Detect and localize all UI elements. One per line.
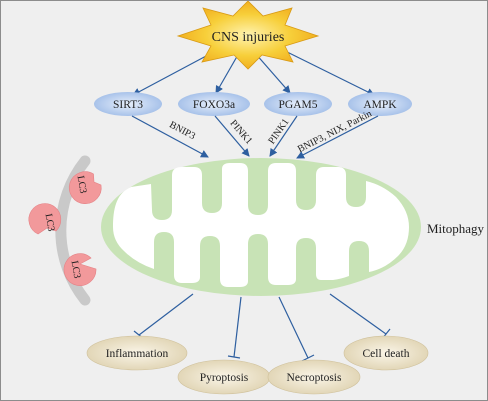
outcome-necroptosis-label: Necroptosis — [287, 372, 342, 384]
outcome-inflammation-oval — [86, 335, 188, 371]
outcome-pyroptosis: Pyroptosis — [177, 359, 271, 395]
lc3-label-middle: LC3 — [43, 213, 57, 232]
regulator-pgam5-oval — [264, 92, 332, 116]
arrow-ampk-mito — [296, 115, 379, 159]
regulator-ampk-label: AMPK — [363, 99, 397, 111]
regulator-pgam5: PGAM5 — [264, 92, 332, 116]
outcome-cell-death-oval — [343, 335, 429, 371]
lc3-label-top: LC3 — [75, 175, 89, 194]
trigger-label: CNS injuries — [212, 30, 285, 45]
inhibit-line-cell-death — [329, 293, 387, 335]
mitochondrion — [101, 158, 421, 296]
regulator-foxo3a-label: FOXO3a — [193, 99, 235, 111]
arrow-sirt3-mito — [131, 115, 209, 158]
regulator-ampk: AMPK — [348, 92, 412, 116]
arrow-pgam5-mito — [269, 115, 298, 157]
inhibit-line-inflammation — [138, 293, 194, 336]
pathway-label-bnip3: BNIP3 — [167, 119, 197, 142]
lc3-receptor-middle: LC3 — [28, 203, 62, 235]
mitochondrion-inner-matrix — [113, 163, 409, 287]
outcome-inflammation: Inflammation — [86, 335, 188, 371]
inhibit-bar-pyroptosis — [227, 355, 241, 359]
outcome-necroptosis: Necroptosis — [267, 359, 361, 395]
regulator-sirt3-label: SIRT3 — [113, 99, 143, 111]
regulator-ampk-oval — [348, 92, 412, 116]
regulator-sirt3-oval — [94, 92, 162, 116]
regulator-sirt3: SIRT3 — [94, 92, 162, 116]
lc3-shape-bottom — [63, 253, 97, 286]
outcome-cell-death: Cell death — [343, 335, 429, 371]
lc3-receptor-top: LC3 — [69, 171, 102, 204]
arrow-foxo3a-mito — [214, 115, 250, 157]
lc3-shape-middle — [28, 203, 62, 235]
lc3-label-bottom: LC3 — [69, 260, 83, 279]
outcome-pyroptosis-label: Pyroptosis — [200, 372, 249, 384]
pathway-label-pink1-foxo3a: PINK1 — [227, 118, 254, 147]
regulator-foxo3a: FOXO3a — [178, 92, 250, 116]
inhibit-line-necroptosis — [278, 296, 309, 359]
outcome-necroptosis-oval — [267, 359, 361, 395]
regulator-pgam5-label: PGAM5 — [279, 99, 318, 111]
lc3-receptor-bottom: LC3 — [63, 253, 97, 286]
arrow-trigger-foxo3a — [215, 52, 240, 94]
pathway-arrows — [131, 115, 379, 159]
starburst-shape — [176, 1, 320, 70]
trigger-starburst: CNS injuries — [176, 1, 320, 70]
outcome-cell-death-label: Cell death — [363, 348, 410, 360]
arrow-trigger-pgam5 — [254, 52, 291, 94]
regulator-foxo3a-oval — [178, 92, 250, 116]
process-label-mitophagy: Mitophagy — [427, 221, 485, 236]
arrow-trigger-ampk — [272, 44, 375, 96]
inhibition-lines — [133, 293, 391, 362]
inhibit-bar-necroptosis — [301, 354, 315, 362]
lc3-shape-top — [69, 171, 102, 204]
inhibit-line-pyroptosis — [233, 296, 242, 358]
outcome-inflammation-label: Inflammation — [106, 348, 169, 360]
